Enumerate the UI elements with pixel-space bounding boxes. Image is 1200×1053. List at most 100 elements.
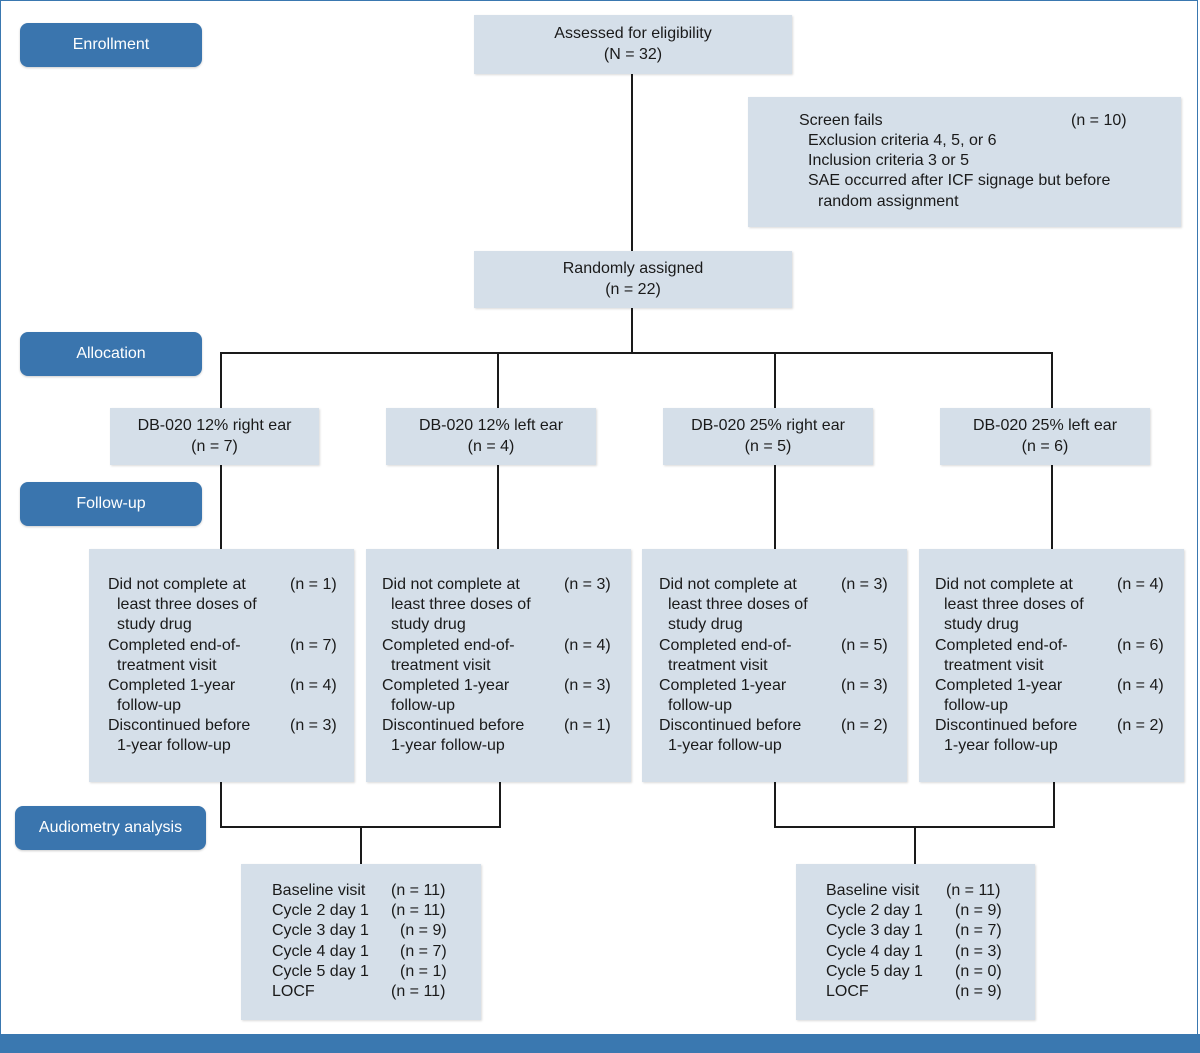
connector-followup-4 (1051, 465, 1053, 549)
arm-count: (n = 7) (191, 437, 238, 455)
followup-label: Completed end-of- (108, 637, 241, 654)
analysis-count: (n = 11) (391, 902, 446, 919)
followup-label: Completed 1-year (382, 677, 510, 694)
followup-label: 1-year follow-up (391, 737, 505, 754)
followup-count: (n = 4) (564, 637, 611, 654)
screen-fails-count: (n = 10) (1071, 112, 1127, 129)
followup-label: least three doses of (117, 596, 257, 613)
analysis-count: (n = 11) (391, 983, 446, 1000)
followup-count: (n = 4) (1117, 677, 1164, 694)
connector-eligibility-randomized (631, 74, 633, 251)
followup-label: treatment visit (668, 657, 768, 674)
arm-name: DB-020 25% left ear (972, 417, 1118, 435)
followup-count: (n = 3) (841, 677, 888, 694)
followup-box: Did not complete at least three doses of… (89, 549, 354, 782)
arm-box: DB-020 25% left ear (n = 6) (940, 408, 1150, 465)
followup-count: (n = 1) (290, 576, 337, 593)
followup-label: treatment visit (391, 657, 491, 674)
followup-label: Discontinued before (382, 717, 525, 734)
eligibility-count: (N = 32) (603, 45, 663, 63)
connector-merge-left-down (360, 826, 362, 864)
connector-followup-2 (497, 465, 499, 549)
screen-fails-item: Inclusion criteria 3 or 5 (808, 152, 969, 169)
analysis-count: (n = 9) (955, 983, 1002, 1000)
analysis-visit: Cycle 5 day 1 (826, 963, 923, 980)
analysis-visit: Baseline visit (272, 882, 366, 899)
followup-box: Did not complete at least three doses of… (919, 549, 1184, 782)
analysis-visit: Cycle 5 day 1 (272, 963, 369, 980)
analysis-count: (n = 1) (400, 963, 447, 980)
followup-label: Completed end-of- (382, 637, 515, 654)
eligibility-box: Assessed for eligibility (N = 32) (474, 15, 792, 74)
connector-merge-right-b (1053, 782, 1055, 828)
connector-merge-right-a (774, 782, 776, 828)
connector-arm-4 (1051, 352, 1053, 408)
connector-followup-1 (220, 465, 222, 549)
followup-label: Completed end-of- (935, 637, 1068, 654)
arm-box: DB-020 25% right ear (n = 5) (663, 408, 873, 465)
connector-randomized-split (631, 308, 633, 354)
stage-enrollment: Enrollment (20, 23, 202, 67)
followup-label: Did not complete at (935, 576, 1073, 593)
followup-count: (n = 1) (564, 717, 611, 734)
connector-merge-left-a (220, 782, 222, 828)
analysis-visit: Cycle 4 day 1 (826, 943, 923, 960)
followup-label: 1-year follow-up (117, 737, 231, 754)
stage-audiometry: Audiometry analysis (15, 806, 206, 850)
analysis-visit: Cycle 2 day 1 (272, 902, 369, 919)
screen-fails-box: Screen fails (n = 10) Exclusion criteria… (748, 97, 1181, 227)
followup-label: study drug (944, 616, 1019, 633)
followup-count: (n = 2) (841, 717, 888, 734)
screen-fails-item: SAE occurred after ICF signage but befor… (808, 172, 1111, 189)
followup-label: treatment visit (944, 657, 1044, 674)
followup-label: study drug (117, 616, 192, 633)
connector-followup-3 (774, 465, 776, 549)
followup-label: study drug (391, 616, 466, 633)
connector-arm-2 (497, 352, 499, 408)
analysis-box: Baseline visit (n = 11) Cycle 2 day 1 (n… (796, 864, 1035, 1020)
followup-box: Did not complete at least three doses of… (642, 549, 907, 782)
analysis-box: Baseline visit (n = 11) Cycle 2 day 1 (n… (241, 864, 481, 1020)
followup-count: (n = 6) (1117, 637, 1164, 654)
followup-label: Completed 1-year (935, 677, 1063, 694)
randomized-count: (n = 22) (605, 280, 661, 298)
followup-label: least three doses of (668, 596, 808, 613)
followup-label: Discontinued before (108, 717, 251, 734)
followup-label: follow-up (117, 697, 182, 714)
analysis-count: (n = 9) (400, 922, 447, 939)
followup-label: follow-up (391, 697, 456, 714)
analysis-visit: LOCF (826, 983, 869, 1000)
stage-allocation: Allocation (20, 332, 202, 376)
arm-count: (n = 6) (1021, 437, 1069, 455)
screen-fails-item: Exclusion criteria 4, 5, or 6 (808, 132, 997, 149)
arm-box: DB-020 12% right ear (n = 7) (110, 408, 319, 465)
analysis-count: (n = 7) (400, 943, 447, 960)
followup-label: least three doses of (391, 596, 531, 613)
screen-fails-title: Screen fails (799, 112, 883, 129)
followup-count: (n = 5) (841, 637, 888, 654)
connector-arm-3 (774, 352, 776, 408)
arm-name: DB-020 25% right ear (691, 417, 845, 435)
followup-count: (n = 2) (1117, 717, 1164, 734)
followup-count: (n = 4) (1117, 576, 1164, 593)
analysis-visit: LOCF (272, 983, 315, 1000)
connector-merge-right-down (914, 826, 916, 864)
followup-label: 1-year follow-up (944, 737, 1058, 754)
followup-count: (n = 3) (841, 576, 888, 593)
followup-count: (n = 3) (290, 717, 337, 734)
arm-count: (n = 4) (467, 437, 515, 455)
stage-followup: Follow-up (20, 482, 202, 526)
followup-count: (n = 4) (290, 677, 337, 694)
randomized-box: Randomly assigned (n = 22) (474, 251, 792, 308)
analysis-count: (n = 0) (955, 963, 1002, 980)
arm-name: DB-020 12% left ear (418, 417, 564, 435)
analysis-visit: Cycle 3 day 1 (826, 922, 923, 939)
connector-merge-left-b (499, 782, 501, 828)
connector-allocation-bar (220, 352, 1053, 354)
followup-label: follow-up (944, 697, 1009, 714)
analysis-count: (n = 3) (955, 943, 1002, 960)
followup-label: least three doses of (944, 596, 1084, 613)
analysis-count: (n = 7) (955, 922, 1002, 939)
followup-count: (n = 3) (564, 677, 611, 694)
analysis-visit: Cycle 3 day 1 (272, 922, 369, 939)
